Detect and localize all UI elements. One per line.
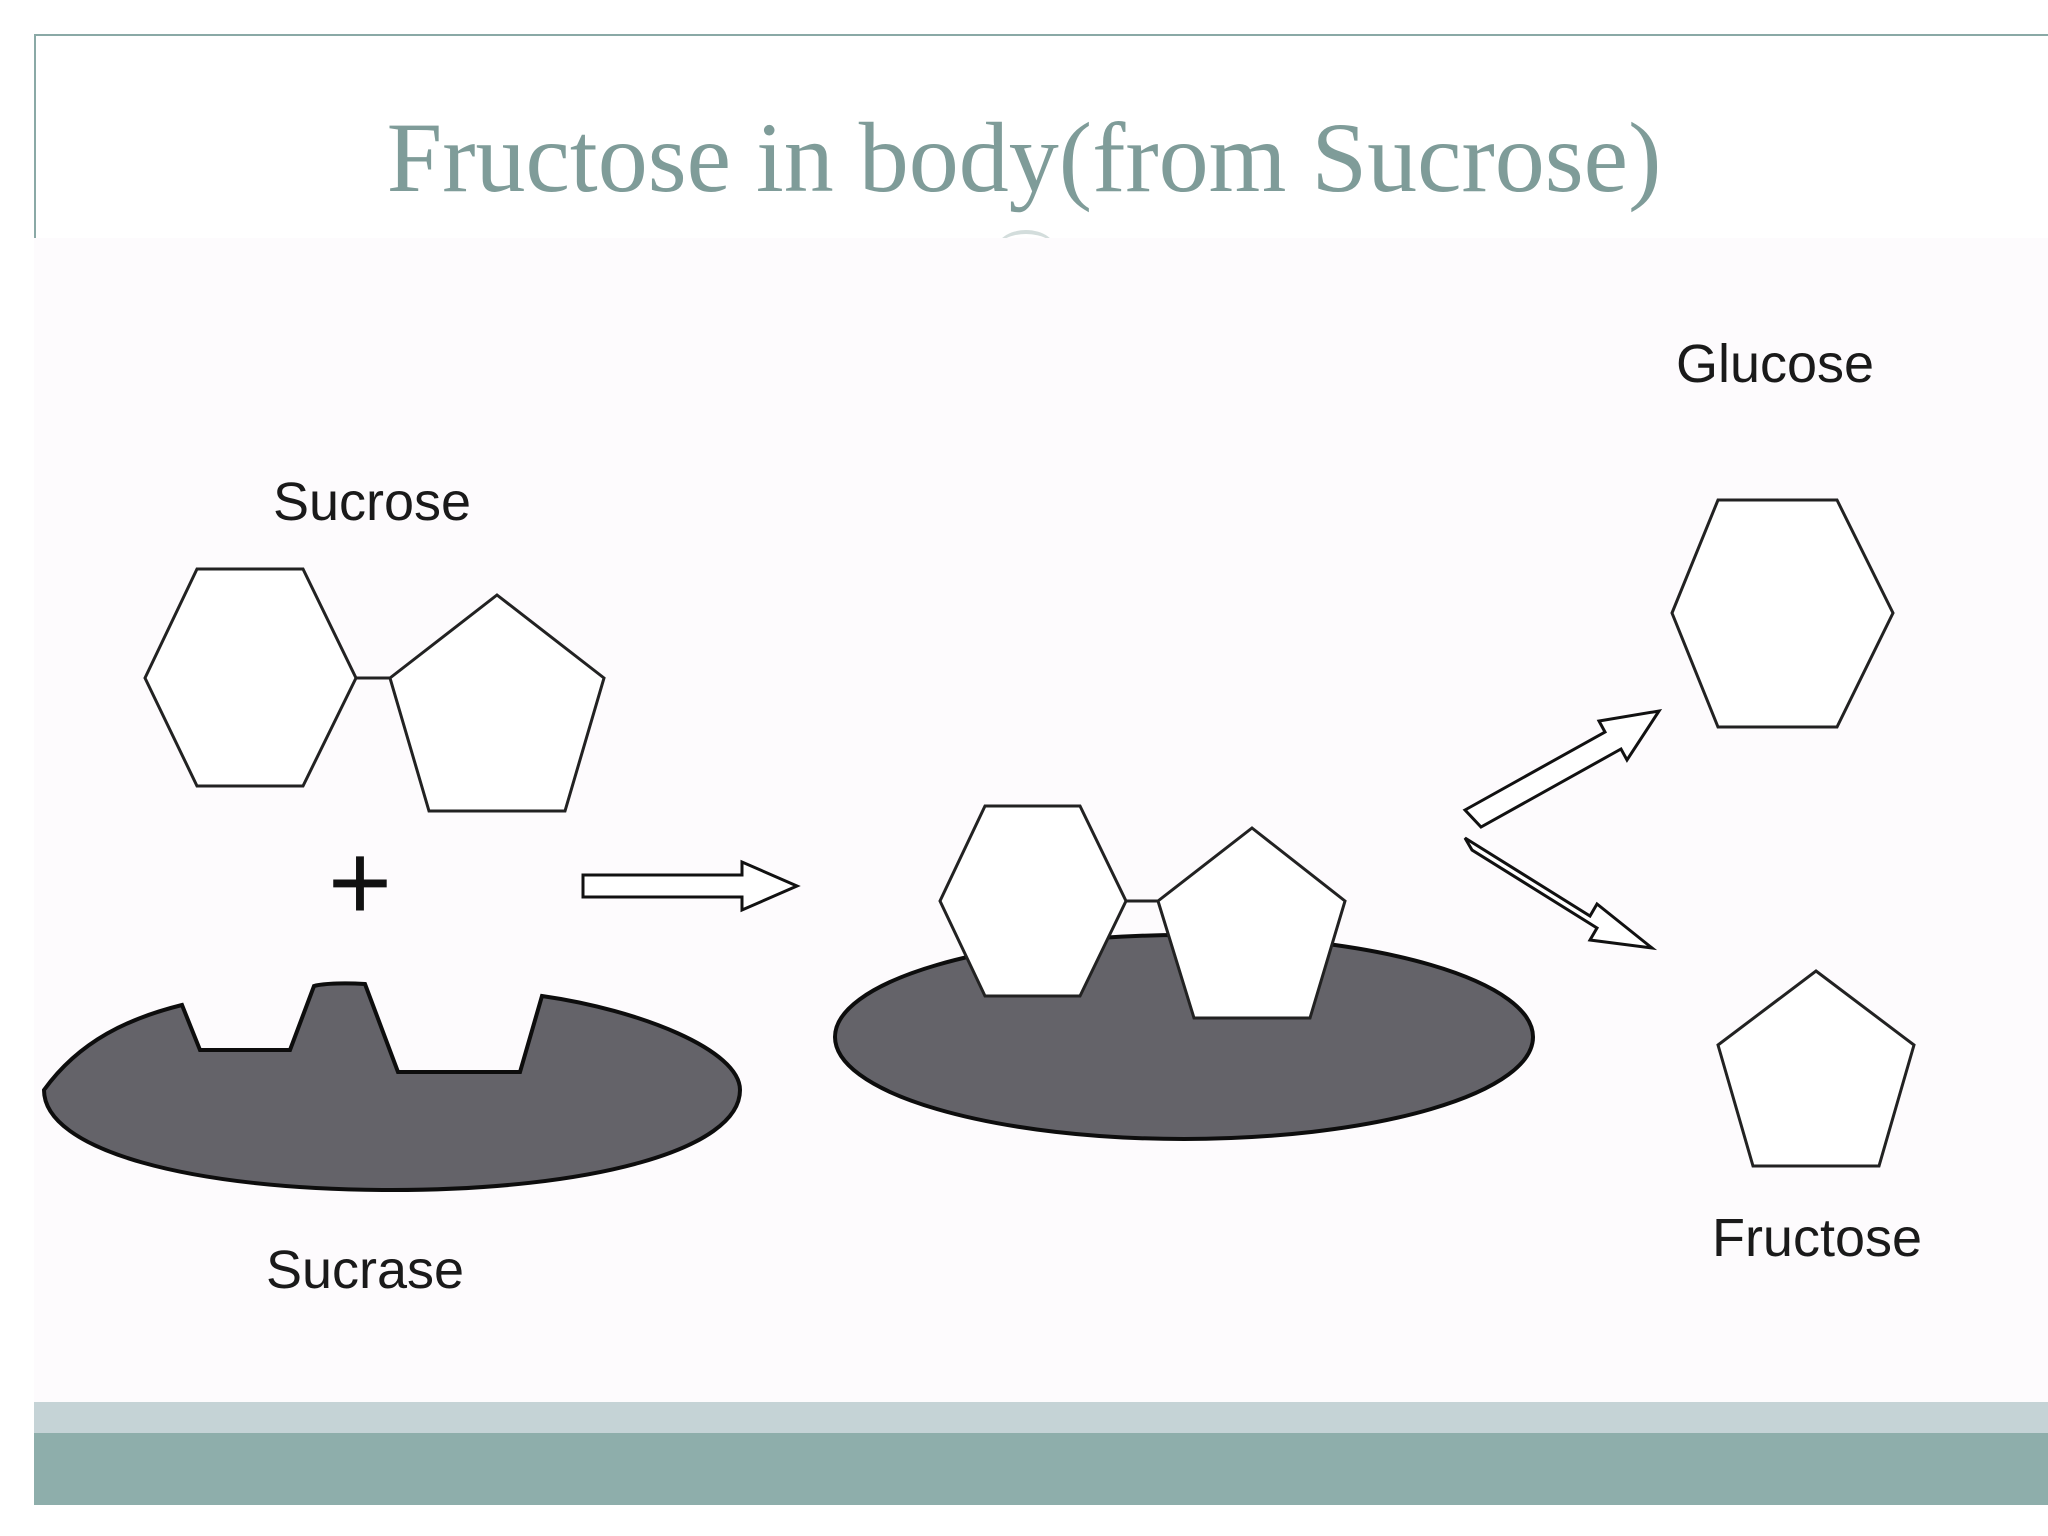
footer-band-light [34, 1402, 2048, 1433]
label-fructose: Fructose [1712, 1208, 1922, 1268]
sucrose-molecule [143, 567, 606, 813]
plus-sign: + [328, 821, 392, 944]
sucrase-enzyme [41, 981, 743, 1193]
fructose-product-ring-icon [1716, 969, 1916, 1168]
footer-band-dark [34, 1433, 2048, 1505]
split-arrows [1462, 708, 1663, 951]
diagram-panel: Sucrose Sucrase Glucose Fructose + [34, 238, 2048, 1406]
slide-frame [34, 34, 2048, 239]
slide-title: Fructose in body(from Sucrose) [386, 102, 1662, 213]
arrow-to-glucose-icon [1462, 708, 1663, 829]
enzyme-substrate-complex [833, 804, 1535, 1141]
label-sucrase: Sucrase [266, 1240, 464, 1300]
sucrose-fructose-ring-icon [388, 593, 606, 813]
sucrose-hydrolysis-diagram: Sucrose Sucrase Glucose Fructose + [41, 334, 1922, 1300]
glucose-product-ring-icon [1670, 498, 1895, 729]
sucrase-body [41, 981, 743, 1193]
title-decoration-circle [995, 230, 1057, 274]
complex-fructose-ring-icon [1156, 826, 1347, 1020]
arrow-to-fructose-icon [1463, 836, 1658, 951]
label-glucose: Glucose [1676, 334, 1874, 394]
reaction-arrow-icon [581, 859, 801, 913]
label-sucrose: Sucrose [273, 472, 471, 532]
sucrose-glucose-ring-icon [143, 567, 358, 788]
